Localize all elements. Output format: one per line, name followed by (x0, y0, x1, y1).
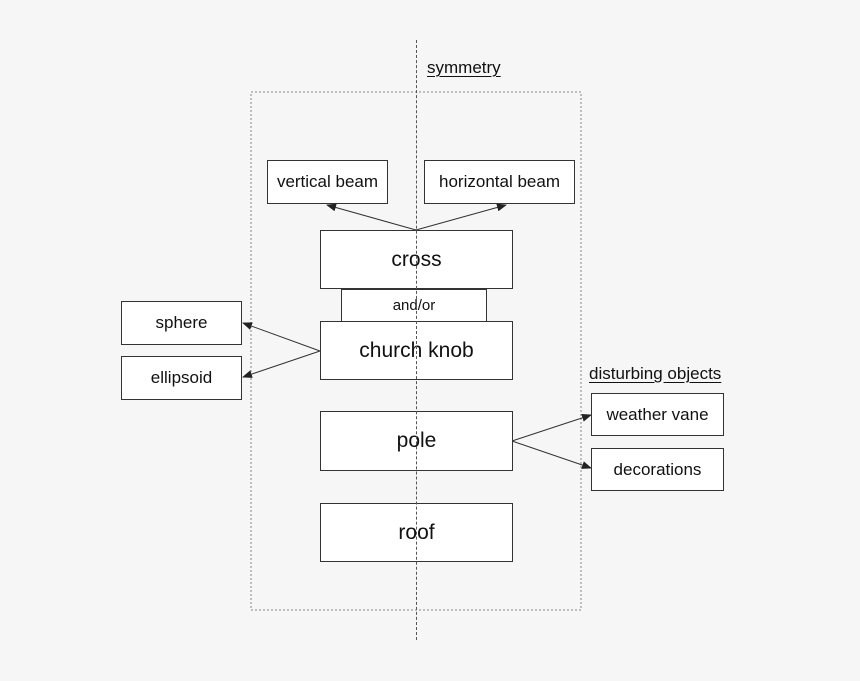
arrow-pole-to-weather-vane (511, 414, 592, 442)
pole-node: pole (320, 411, 513, 471)
ellipsoid-text: ellipsoid (150, 368, 213, 387)
arrow-cross-to-horizontal-beam (415, 203, 507, 231)
weather-vane-node: weather vane (591, 393, 724, 436)
vertical-beam-node: vertical beam (267, 160, 388, 204)
decorations-node: decorations (591, 448, 724, 491)
ellipsoid-node: ellipsoid (121, 356, 242, 400)
disturbing-objects-label: disturbing objects (589, 364, 722, 383)
sphere-text: sphere (155, 313, 208, 332)
decorations-text: decorations (613, 459, 702, 479)
arrow-pole-to-decorations (511, 440, 592, 469)
sphere-node: sphere (121, 301, 242, 345)
cross-node: cross (320, 230, 513, 289)
roof-text: roof (398, 520, 435, 544)
church-knob-text: church knob (359, 338, 474, 362)
arrow-knob-to-sphere (242, 322, 321, 352)
symmetry-label: symmetry (427, 58, 501, 77)
horizontal-beam-text: horizontal beam (439, 172, 560, 191)
church-knob-node: church knob (320, 321, 513, 380)
arrow-knob-to-ellipsoid (242, 350, 321, 378)
and-or-node: and/or (341, 289, 487, 322)
arrow-cross-to-vertical-beam (326, 203, 417, 231)
cross-text: cross (391, 247, 442, 271)
horizontal-beam-node: horizontal beam (424, 160, 575, 204)
and-or-text: and/or (392, 297, 436, 314)
pole-text: pole (396, 429, 437, 452)
vertical-beam-text: vertical beam (276, 172, 379, 191)
roof-node: roof (320, 503, 513, 562)
weather-vane-text: weather vane (606, 404, 709, 424)
